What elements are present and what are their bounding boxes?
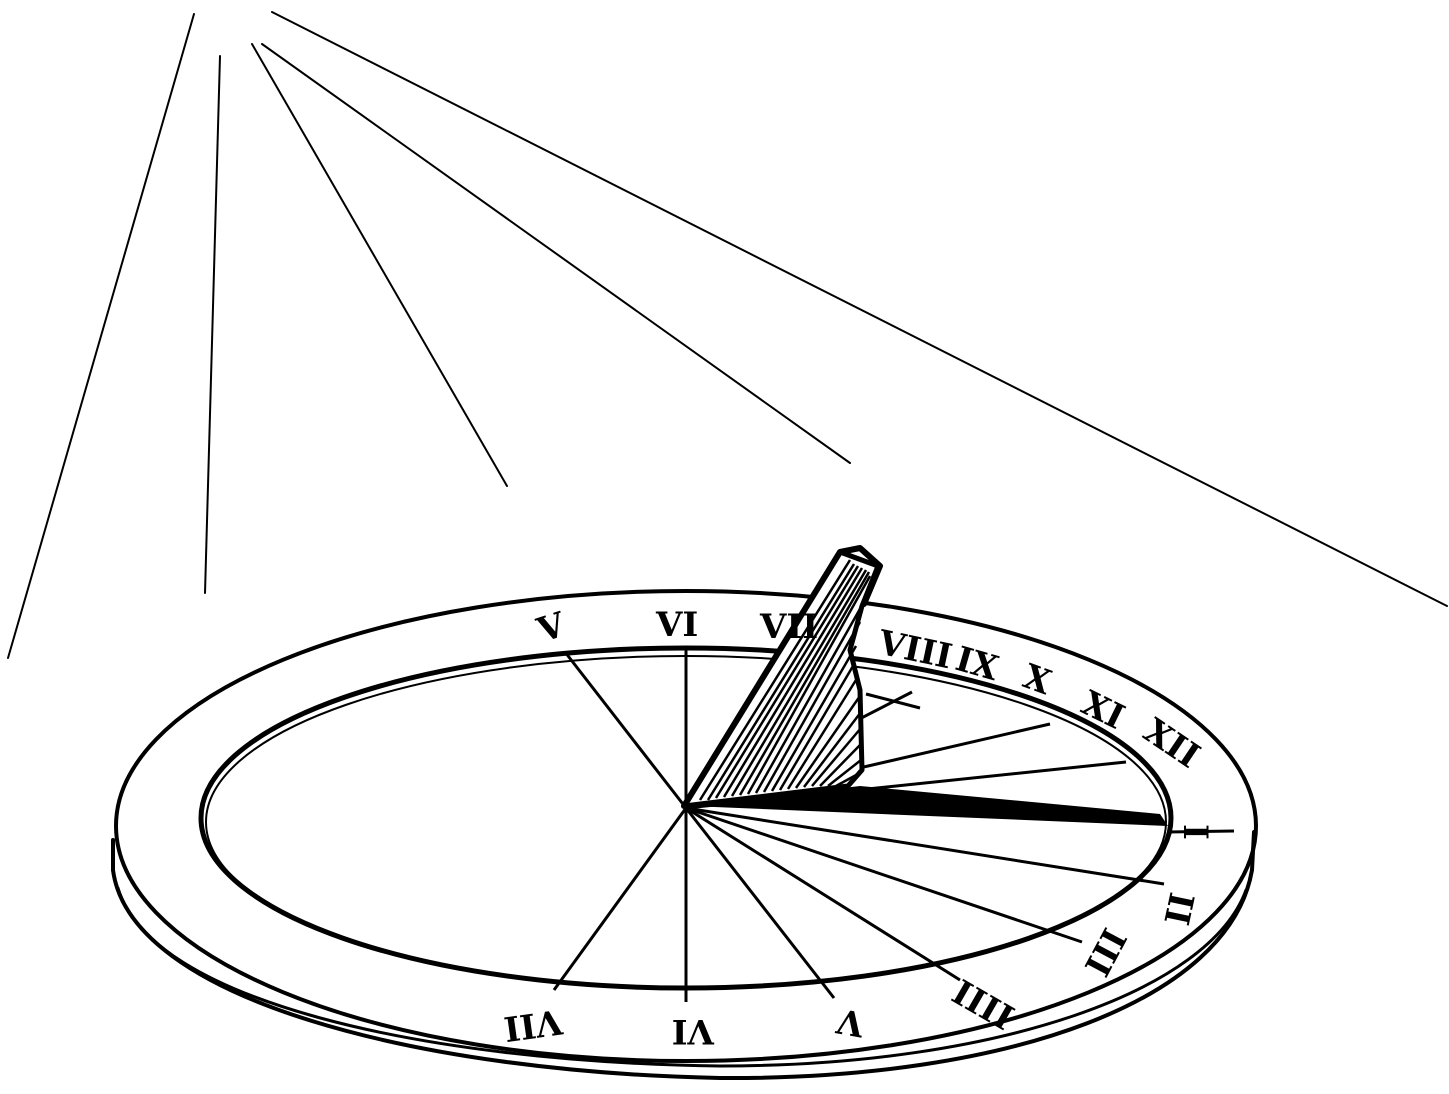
numeral-vi-top: VI <box>655 605 698 645</box>
hour-line <box>866 694 920 708</box>
sun-ray <box>262 44 850 463</box>
gnomon <box>684 548 880 806</box>
hour-line <box>565 652 686 808</box>
numeral-viii: VIII <box>874 623 956 678</box>
numeral-vi-bottom: VI <box>672 1011 715 1051</box>
numeral-i: I <box>1175 824 1215 840</box>
numeral-vii-top: VII <box>759 607 818 647</box>
sun-rays <box>8 12 1447 658</box>
sun-ray <box>8 14 194 658</box>
sun-ray <box>252 44 507 486</box>
sun-ray <box>205 56 220 593</box>
hour-line <box>686 808 960 980</box>
numeral-vii-bottom: VII <box>501 1001 565 1049</box>
numeral-v-bottom: V <box>833 1000 868 1044</box>
numeral-ix: IX <box>951 639 1003 689</box>
hour-line <box>686 808 834 998</box>
hour-line <box>554 808 686 990</box>
numeral-ii: II <box>1158 890 1204 929</box>
hour-line <box>686 808 1082 942</box>
sun-ray <box>272 12 1447 606</box>
numeral-v-top: V <box>532 605 571 652</box>
